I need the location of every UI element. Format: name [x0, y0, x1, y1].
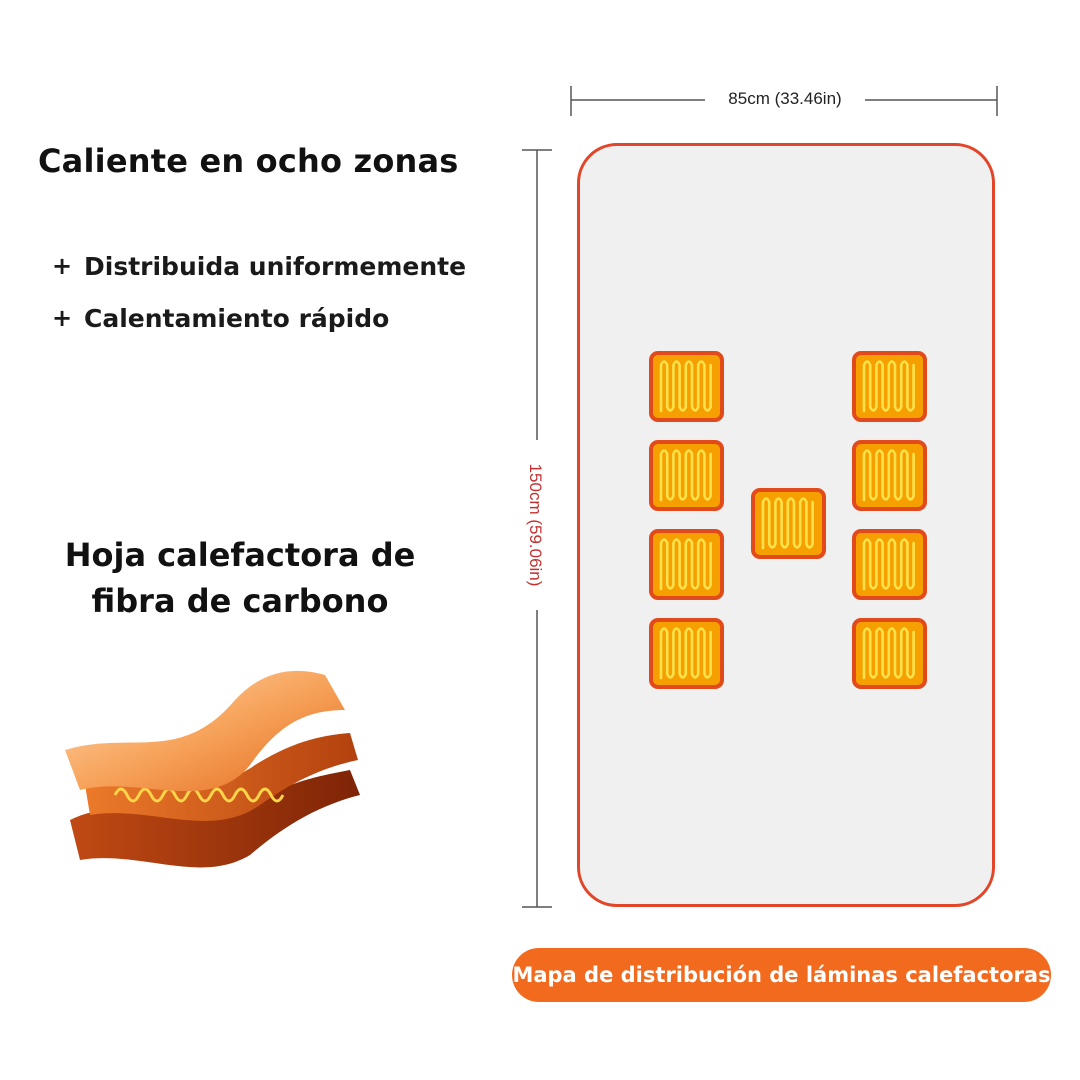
distribution-map-caption: Mapa de distribución de láminas calefact…	[512, 948, 1051, 1002]
feature-label: Calentamiento rápido	[84, 303, 390, 333]
heating-coil	[862, 449, 915, 502]
heating-pad	[852, 440, 927, 511]
feature-label: Distribuida uniformemente	[84, 251, 467, 281]
heating-pad	[649, 440, 724, 511]
width-label: 85cm (33.46in)	[705, 89, 865, 109]
subtitle-line-1: Hoja calefactora de	[64, 536, 416, 574]
heating-pad	[649, 618, 724, 689]
heating-coil	[659, 360, 712, 413]
carbon-fiber-layers-illustration	[65, 670, 360, 868]
heating-coil	[862, 360, 915, 413]
heating-coil	[113, 787, 285, 803]
feature-list: + Distribuida uniformemente + Calentamie…	[52, 240, 466, 344]
heating-coil	[659, 449, 712, 502]
plus-icon: +	[52, 304, 73, 332]
subtitle-line-2: fibra de carbono	[91, 582, 389, 620]
heating-coil	[862, 538, 915, 591]
feature-item: + Calentamiento rápido	[52, 292, 466, 344]
page-title: Caliente en ocho zonas	[38, 142, 459, 180]
heating-pad	[852, 351, 927, 422]
heating-pad	[852, 529, 927, 600]
plus-icon: +	[52, 252, 73, 280]
heating-pad	[852, 618, 927, 689]
caption-label: Mapa de distribución de láminas calefact…	[512, 963, 1051, 987]
height-label: 150cm (59.06in)	[525, 440, 545, 610]
heating-pad	[751, 488, 826, 559]
heating-coil	[659, 538, 712, 591]
heating-coil	[761, 497, 814, 550]
heating-pad	[649, 351, 724, 422]
top-layer	[65, 670, 345, 792]
section-subtitle: Hoja calefactora de fibra de carbono	[40, 532, 440, 624]
heating-pad	[649, 529, 724, 600]
feature-item: + Distribuida uniformemente	[52, 240, 466, 292]
heating-coil	[862, 627, 915, 680]
heating-coil	[659, 627, 712, 680]
